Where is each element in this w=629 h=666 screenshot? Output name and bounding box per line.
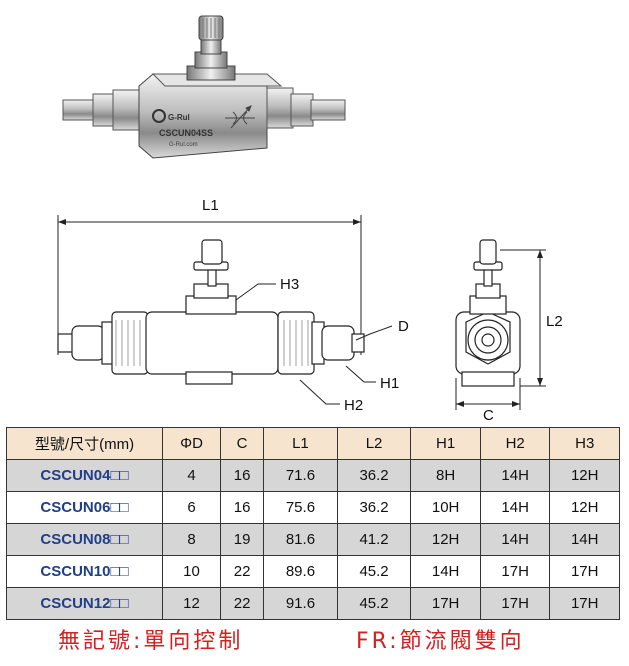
dim-label-h2: H2: [344, 397, 363, 414]
table-cell: CSCUN06□□: [6, 491, 163, 524]
table-cell: 12H: [410, 523, 481, 556]
table-cell: 14H: [479, 459, 551, 492]
table-cell: 6: [161, 491, 222, 524]
header-d: ΦD: [161, 427, 222, 460]
table-cell: 14H: [479, 523, 551, 556]
table-cell: 17H: [410, 587, 481, 620]
table-cell: 17H: [549, 555, 620, 588]
table-cell: 14H: [479, 491, 551, 524]
side-view-outline: [57, 239, 365, 385]
model-marking: CSCUN04SS: [159, 128, 213, 138]
table-cell: 41.2: [336, 523, 412, 556]
note-one-way: 無記號:單向控制: [58, 629, 244, 654]
dim-label-d: D: [398, 318, 409, 335]
table-cell: 91.6: [263, 587, 338, 620]
table-cell: 4: [161, 459, 222, 492]
header-h2: H2: [479, 427, 551, 460]
table-cell: 22: [220, 587, 265, 620]
table-cell: 17H: [549, 587, 620, 620]
footnote: 無記號:單向控制 FR:節流閥雙向: [0, 623, 629, 657]
table-cell: 45.2: [336, 555, 412, 588]
table-cell: 12H: [549, 459, 620, 492]
site-marking: G-Rul.com: [169, 142, 198, 148]
table-cell: 8H: [410, 459, 481, 492]
table-row: CSCUN10□□ 10 22 89.6 45.2 14H 17H 17H: [6, 555, 620, 588]
table-cell: 19: [220, 523, 265, 556]
table-cell: 10H: [410, 491, 481, 524]
table-row: CSCUN06□□ 6 16 75.6 36.2 10H 14H 12H: [6, 491, 620, 524]
table-cell: 22: [220, 555, 265, 588]
table-cell: 71.6: [263, 459, 338, 492]
table-row: CSCUN12□□ 12 22 91.6 45.2 17H 17H 17H: [6, 587, 620, 620]
table-cell: CSCUN08□□: [6, 523, 163, 556]
table-cell: 10: [161, 555, 222, 588]
table-cell: 36.2: [336, 491, 412, 524]
valve-symbol-icon: [225, 105, 255, 129]
table-cell: 81.6: [263, 523, 338, 556]
brand-text: G-Rul: [168, 113, 190, 122]
table-cell: 17H: [479, 587, 551, 620]
spec-table: 型號/尺寸(mm) ΦD C L1 L2 H1 H2 H3 CSCUN04□□ …: [6, 427, 620, 620]
table-cell: 89.6: [263, 555, 338, 588]
dim-label-h3: H3: [280, 276, 299, 293]
table-cell: 75.6: [263, 491, 338, 524]
header-h1: H1: [410, 427, 481, 460]
end-view-outline: [455, 239, 521, 387]
table-cell: 36.2: [336, 459, 412, 492]
table-cell: CSCUN04□□: [6, 459, 163, 492]
dim-label-h1: H1: [380, 375, 399, 392]
header-c: C: [220, 427, 265, 460]
table-row: CSCUN04□□ 4 16 71.6 36.2 8H 14H 12H: [6, 459, 620, 492]
table-cell: 14H: [549, 523, 620, 556]
table-cell: 12H: [549, 491, 620, 524]
header-l2: L2: [336, 427, 412, 460]
table-cell: 16: [220, 459, 265, 492]
brand-logo-icon: [152, 109, 166, 123]
dim-label-l1: L1: [202, 197, 219, 214]
header-l1: L1: [263, 427, 338, 460]
table-row: CSCUN08□□ 8 19 81.6 41.2 12H 14H 14H: [6, 523, 620, 556]
note-two-way: FR:節流閥雙向: [356, 629, 525, 654]
technical-drawing: L1 H3 D H1 H2: [57, 197, 563, 420]
table-cell: 17H: [479, 555, 551, 588]
product-photo: G-Rul CSCUN04SS G-Rul.com: [62, 15, 346, 159]
table-cell: 8: [161, 523, 222, 556]
header-model: 型號/尺寸(mm): [6, 427, 163, 460]
table-cell: CSCUN12□□: [6, 587, 163, 620]
table-cell: CSCUN10□□: [6, 555, 163, 588]
header-h3: H3: [549, 427, 620, 460]
table-header-row: 型號/尺寸(mm) ΦD C L1 L2 H1 H2 H3: [6, 427, 620, 460]
table-cell: 12: [161, 587, 222, 620]
table-cell: 14H: [410, 555, 481, 588]
dim-label-c: C: [483, 407, 494, 420]
table-cell: 45.2: [336, 587, 412, 620]
table-cell: 16: [220, 491, 265, 524]
dim-label-l2: L2: [546, 313, 563, 330]
